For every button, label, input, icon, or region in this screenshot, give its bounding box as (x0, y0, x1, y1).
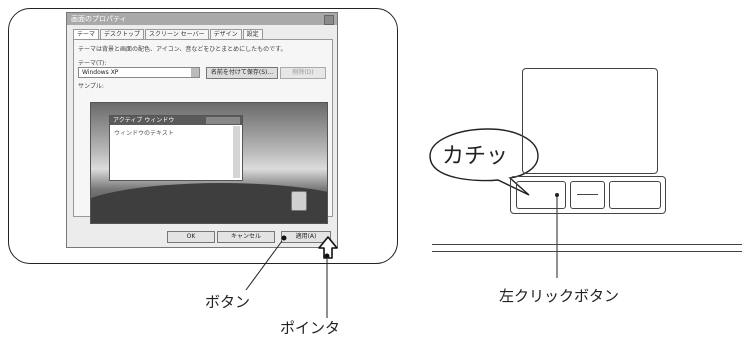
theme-label: テーマ(T): (78, 60, 107, 67)
middle-button (570, 181, 605, 209)
theme-description: テーマは背景と画面の配色、アイコン、音などをひとまとめにしたものです。 (78, 46, 287, 53)
middle-button-mark (577, 194, 598, 195)
touchpad-button-row (510, 176, 666, 214)
left-click-marker-dot (555, 193, 559, 197)
tab-theme[interactable]: テーマ (73, 29, 100, 39)
sample-label: サンプル: (78, 83, 104, 90)
preview-window: アクティブ ウィンドウ ウィンドウのテキスト (109, 115, 243, 181)
theme-select-value: Windows XP (82, 69, 119, 76)
preview-scrollbar (233, 126, 240, 178)
tab-screensaver[interactable]: スクリーン セーバー (145, 29, 209, 39)
tab-desktop[interactable]: デスクトップ (100, 29, 145, 39)
preview-hill (91, 183, 327, 223)
tab-panel: テーマは背景と画面の配色、アイコン、音などをひとまとめにしたものです。 テーマ(… (73, 39, 333, 224)
save-as-button[interactable]: 名前を付けて保存(S)... (206, 67, 278, 79)
display-properties-window: 画面のプロパティ テーマ デスクトップ スクリーン セーバー デザイン 設定 テ… (66, 12, 338, 248)
window-titlebar: 画面のプロパティ (67, 13, 337, 25)
tab-strip: テーマ デスクトップ スクリーン セーバー デザイン 設定 (73, 29, 263, 39)
button-leader-line (245, 240, 283, 291)
touchpad (522, 68, 658, 174)
speech-bubble (429, 128, 539, 196)
preview-window-title: アクティブ ウィンドウ (113, 117, 175, 124)
preview-window-titlebar: アクティブ ウィンドウ (110, 116, 242, 125)
right-click-button (609, 181, 661, 209)
theme-preview: アクティブ ウィンドウ ウィンドウのテキスト (90, 102, 328, 224)
left-click-button-label: 左クリックボタン (499, 287, 620, 305)
recycle-bin-icon (291, 191, 307, 211)
preview-window-text: ウィンドウのテキスト (114, 130, 174, 137)
cancel-button[interactable]: キャンセル (217, 231, 275, 243)
click-sound-text: カチッ (442, 144, 509, 169)
pointer-label: ポインタ (280, 319, 341, 337)
pointer-marker-dot (324, 253, 330, 259)
tab-design[interactable]: デザイン (209, 29, 242, 39)
delete-button[interactable]: 削除(D) (280, 67, 326, 79)
chevron-down-icon[interactable] (191, 68, 199, 77)
preview-window-controls (206, 117, 240, 124)
left-click-button (516, 181, 566, 209)
theme-select[interactable]: Windows XP (78, 67, 200, 78)
laptop-edge (432, 244, 742, 252)
button-marker-dot (281, 235, 287, 241)
ok-button[interactable]: OK (167, 231, 215, 243)
close-icon[interactable] (324, 15, 334, 25)
window-title: 画面のプロパティ (71, 15, 127, 23)
tab-settings[interactable]: 設定 (242, 29, 263, 39)
apply-button[interactable]: 適用(A) (281, 231, 331, 243)
button-label: ボタン (205, 293, 251, 311)
